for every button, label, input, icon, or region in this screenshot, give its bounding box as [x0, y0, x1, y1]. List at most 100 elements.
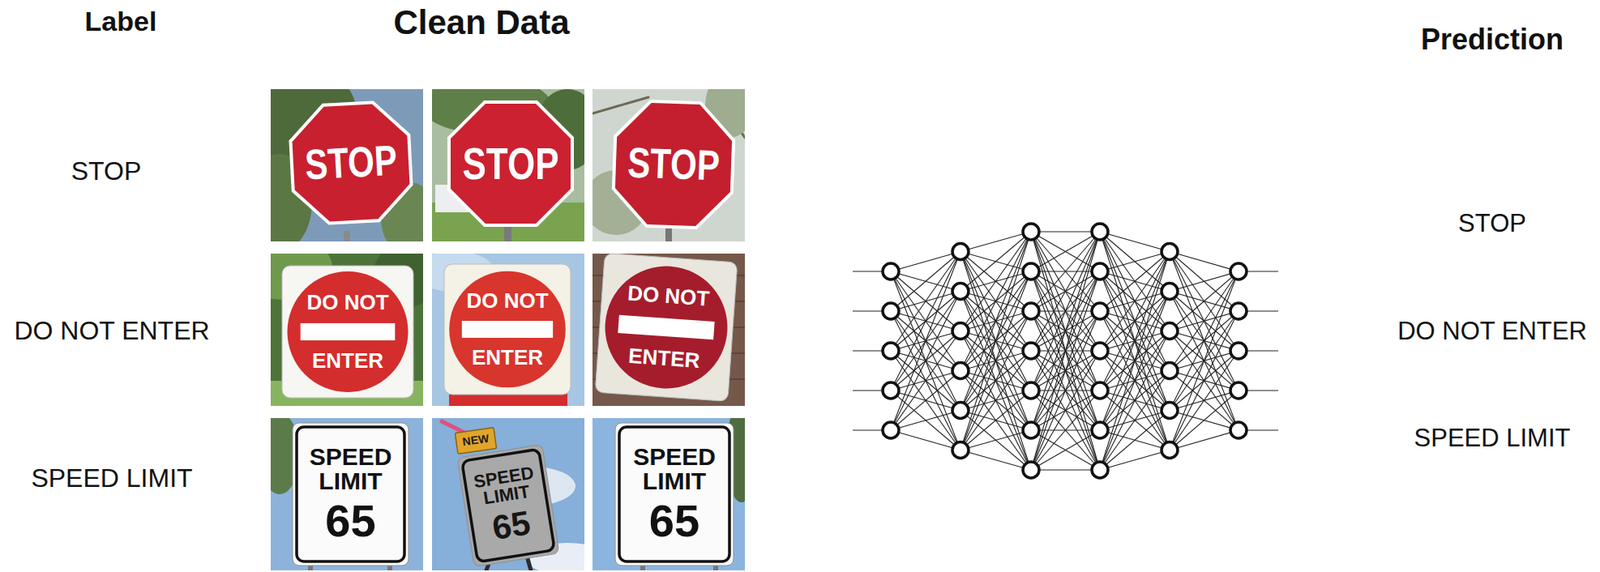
network-connection — [1169, 252, 1239, 432]
network-connection — [1169, 271, 1239, 411]
network-connection — [1031, 231, 1100, 312]
network-connection — [1031, 311, 1100, 471]
sign-text: ENTER — [627, 344, 701, 373]
photo-tile — [432, 253, 585, 407]
network-connection — [1099, 231, 1170, 292]
neuron — [882, 382, 899, 399]
sign-outline — [457, 444, 560, 568]
network-connection — [960, 390, 1032, 451]
network-connection — [1031, 231, 1100, 471]
network-connection — [1099, 252, 1170, 313]
network-connection — [1099, 231, 1170, 411]
speed-limit-sign: SPEED LIMIT65 — [292, 423, 409, 566]
photo-tile — [592, 253, 745, 407]
neuron — [1161, 243, 1178, 261]
neuron — [1091, 422, 1109, 439]
network-connection — [960, 231, 1032, 411]
sign-text: ENTER — [312, 349, 384, 373]
network-connection — [1169, 252, 1239, 273]
network-connection — [1169, 271, 1239, 332]
sign-outline — [282, 265, 414, 398]
neuron — [952, 283, 969, 300]
neuron — [1091, 223, 1109, 240]
network-connection — [1099, 371, 1170, 471]
network-connection — [890, 350, 961, 451]
network-connection — [1031, 231, 1100, 391]
photo-tile — [270, 418, 424, 571]
sign-face — [282, 265, 414, 398]
photo-detail — [504, 225, 512, 242]
network-connection — [1031, 231, 1100, 391]
neuron — [1091, 382, 1109, 399]
sign-text: DO NOT — [466, 289, 548, 313]
network-connection — [1099, 231, 1170, 253]
sign-border — [462, 449, 556, 562]
network-connection — [1169, 350, 1239, 451]
neural-network — [852, 223, 1279, 479]
neuron — [952, 323, 969, 340]
network-connection — [960, 231, 1032, 292]
do-not-enter-sign: DO NOT ENTER — [444, 264, 571, 395]
neuron — [1161, 283, 1178, 300]
speed-number: 65 — [325, 498, 376, 544]
network-connection — [960, 271, 1032, 451]
neuron — [1091, 263, 1109, 280]
neuron — [882, 263, 899, 280]
sign-text: ENTER — [471, 346, 544, 370]
network-connection — [1031, 231, 1100, 431]
network-connection — [1169, 271, 1239, 451]
network-connection — [960, 450, 1032, 471]
sign-border — [610, 98, 736, 231]
sign-text: DO NOT — [306, 290, 389, 315]
network-connection — [960, 350, 1032, 451]
prediction-label: STOP — [1458, 209, 1527, 239]
network-connection — [1031, 231, 1100, 312]
speed-number: 65 — [649, 498, 700, 544]
column-header: Prediction — [1420, 22, 1564, 56]
prediction-label: DO NOT ENTER — [1397, 316, 1588, 347]
network-connection — [890, 291, 961, 432]
network-connection — [890, 311, 961, 451]
prediction-label: SPEED LIMIT — [1414, 423, 1571, 454]
network-connection — [1169, 430, 1239, 451]
sign-face — [290, 102, 411, 223]
network-connection — [890, 371, 961, 432]
stop-sign: STOP — [286, 98, 415, 227]
sign-bar — [462, 320, 553, 338]
network-connection — [1031, 231, 1100, 272]
column-header: Clean Data — [393, 3, 569, 43]
photo-detail — [665, 228, 672, 242]
photo-background — [270, 418, 424, 571]
photo-detail — [449, 393, 568, 407]
photo-tile — [270, 89, 424, 242]
neuron — [1230, 342, 1247, 360]
network-connection — [1099, 252, 1170, 432]
network-connection — [1031, 271, 1100, 471]
photo-background — [592, 418, 745, 571]
sign-text: STOP — [462, 139, 559, 189]
network-connection — [1099, 231, 1170, 372]
sign-text: SPEED LIMIT — [624, 444, 724, 494]
network-connection — [1169, 271, 1239, 372]
network-connection — [1099, 252, 1170, 273]
network-connection — [1031, 350, 1100, 471]
neuron — [1091, 303, 1109, 320]
network-connection — [1031, 231, 1100, 351]
speed-limit-sign: SPEED LIMIT65 — [457, 444, 560, 568]
neuron — [1022, 462, 1040, 479]
network-connection — [960, 430, 1032, 451]
neuron — [1161, 363, 1178, 380]
sign-bar — [300, 323, 396, 341]
sign-text: STOP — [303, 136, 398, 189]
speed-limit-sign: SPEED LIMIT65 — [615, 423, 734, 566]
network-connection — [1099, 331, 1170, 471]
network-connection — [890, 410, 961, 432]
network-connection — [1031, 231, 1100, 351]
stop-sign: STOP — [447, 100, 574, 227]
neuron — [1230, 263, 1247, 280]
sign-bar — [617, 315, 715, 341]
network-connection — [890, 252, 961, 432]
neuron — [1230, 422, 1247, 439]
network-connection — [1099, 291, 1170, 471]
